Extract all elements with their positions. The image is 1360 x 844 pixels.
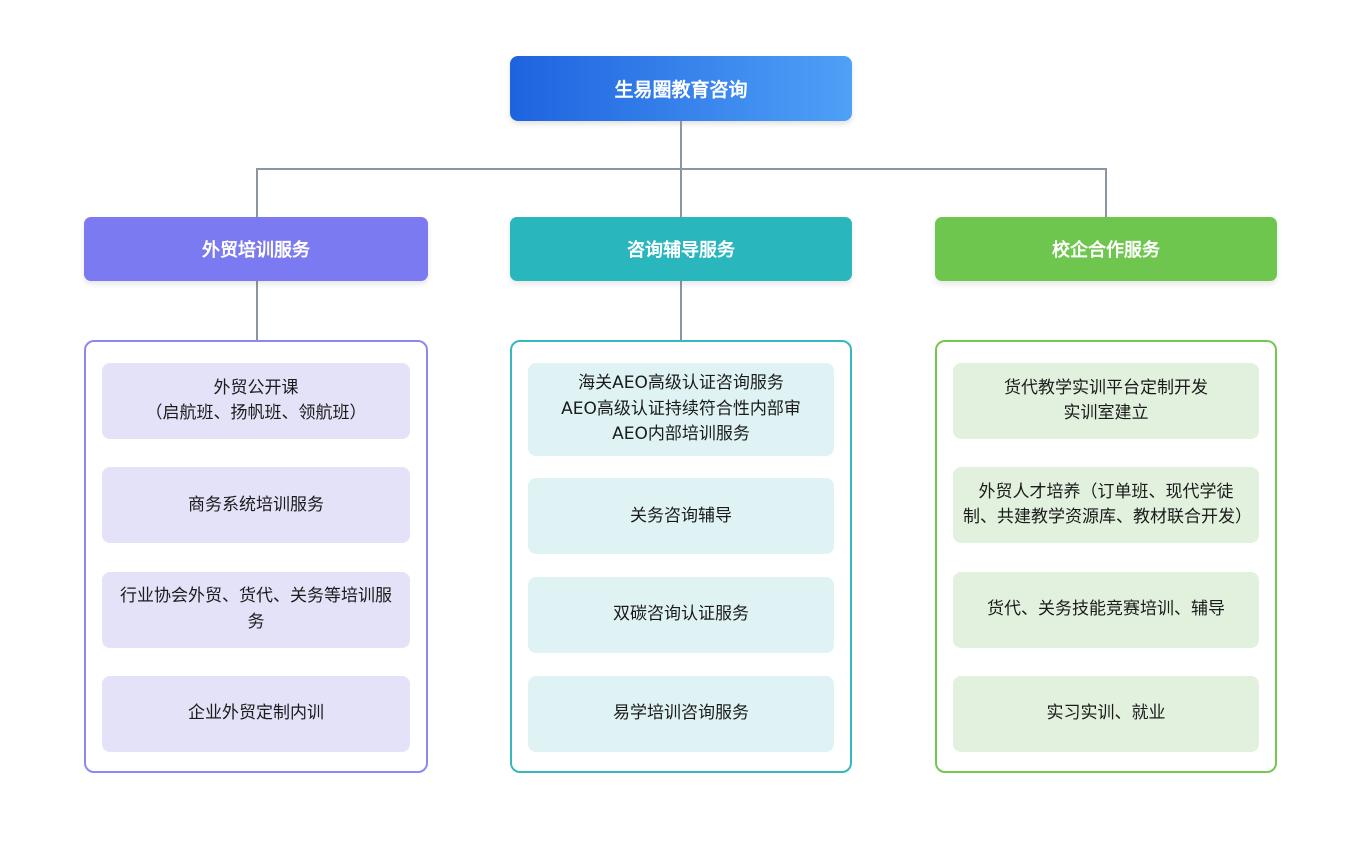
root-node-label: 生易圈教育咨询: [614, 79, 748, 101]
service-item: 双碳咨询认证服务: [528, 577, 834, 654]
branch-header-consulting-coaching: 咨询辅导服务: [510, 217, 852, 281]
service-item: 易学培训咨询服务: [528, 675, 834, 752]
service-item: 外贸公开课 （启航班、扬帆班、领航班）: [102, 363, 410, 439]
service-item: 货代、关务技能竞赛培训、辅导: [953, 571, 1259, 648]
connector-header-container-2: [680, 281, 682, 340]
service-item: 企业外贸定制内训: [102, 675, 410, 752]
service-item: 实习实训、就业: [953, 675, 1259, 752]
branch-header-label: 校企合作服务: [1052, 240, 1160, 261]
connector-branch-drop-3: [1105, 168, 1107, 217]
service-item: 关务咨询辅导: [528, 478, 834, 555]
service-item: 货代教学实训平台定制开发 实训室建立: [953, 363, 1259, 439]
service-item: 海关AEO高级认证咨询服务 AEO高级认证持续符合性内部审 AEO内部培训服务: [528, 363, 834, 456]
branch-container-consulting-coaching: 海关AEO高级认证咨询服务 AEO高级认证持续符合性内部审 AEO内部培训服务 …: [510, 340, 852, 773]
branch-header-label: 外贸培训服务: [202, 240, 310, 261]
service-item: 商务系统培训服务: [102, 467, 410, 544]
branch-container-foreign-trade-training: 外贸公开课 （启航班、扬帆班、领航班） 商务系统培训服务 行业协会外贸、货代、关…: [84, 340, 428, 773]
service-item: 外贸人才培养（订单班、现代学徒制、共建教学资源库、教材联合开发）: [953, 467, 1259, 544]
connector-branch-drop-2: [680, 168, 682, 217]
branch-header-school-enterprise: 校企合作服务: [935, 217, 1277, 281]
branch-header-foreign-trade-training: 外贸培训服务: [84, 217, 428, 281]
connector-root-drop: [680, 121, 682, 168]
branch-container-school-enterprise: 货代教学实训平台定制开发 实训室建立 外贸人才培养（订单班、现代学徒制、共建教学…: [935, 340, 1277, 773]
service-item: 行业协会外贸、货代、关务等培训服务: [102, 571, 410, 648]
root-node: 生易圈教育咨询: [510, 56, 852, 121]
connector-header-container-1: [256, 281, 258, 340]
connector-branch-drop-1: [256, 168, 258, 217]
branch-header-label: 咨询辅导服务: [627, 240, 735, 261]
